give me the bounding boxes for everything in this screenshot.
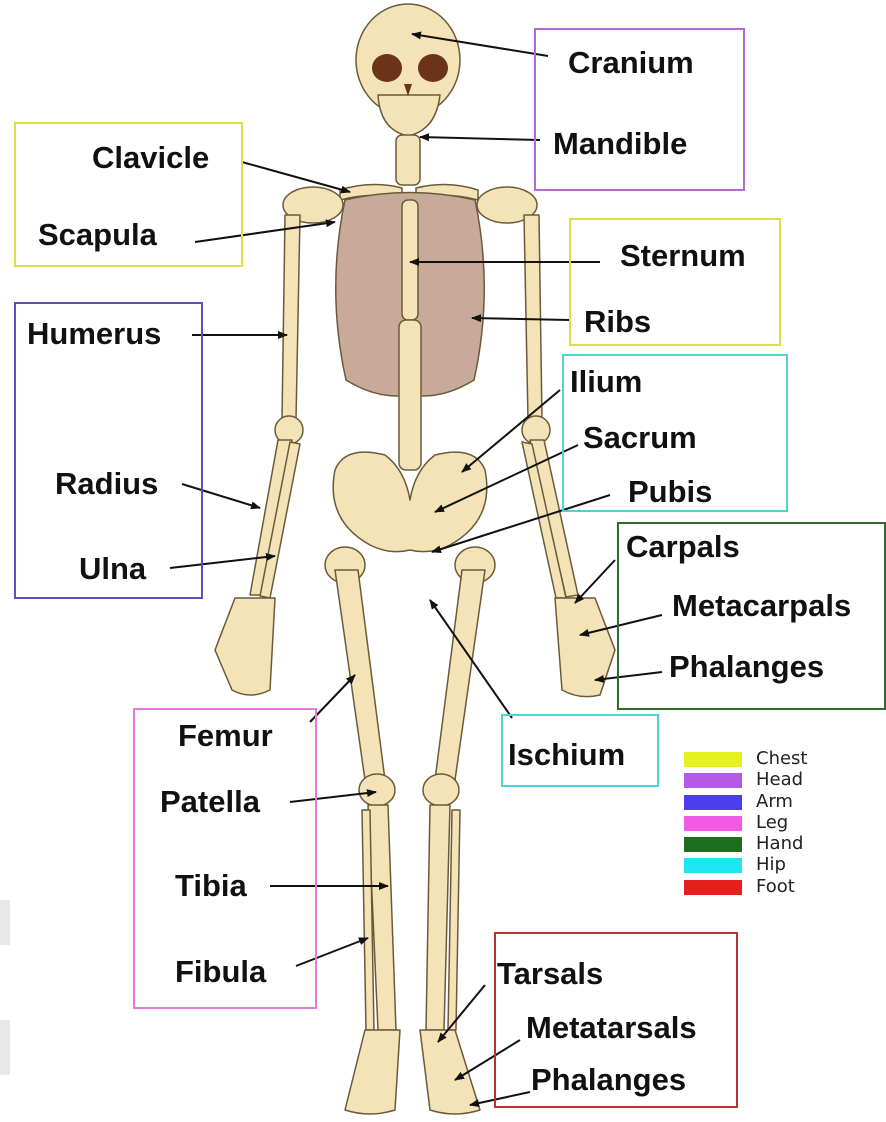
label-radius: Radius [55,468,158,499]
label-carpals: Carpals [626,531,740,562]
mandible-bone [378,95,440,136]
arrow-carpals [575,560,615,603]
legend-label: Hand [756,835,803,853]
lumbar-spine [399,320,421,470]
label-ulna: Ulna [79,553,146,584]
label-metatarsals: Metatarsals [526,1012,697,1043]
legend-row-head: Head [684,771,834,792]
legend-swatch [684,773,742,788]
label-ribs: Ribs [584,306,651,337]
patella-left [359,774,395,806]
label-ilium: Ilium [570,366,642,397]
legend-label: Foot [756,878,795,896]
fibula-right [448,810,460,1030]
legend-row-foot: Foot [684,878,834,899]
legend-label: Leg [756,814,788,832]
label-metacarpals: Metacarpals [672,590,851,621]
label-humerus: Humerus [27,318,161,349]
legend-swatch [684,837,742,852]
label-patella: Patella [160,786,260,817]
legend-swatch [684,752,742,767]
arrow-clavicle [242,162,350,192]
legend-label: Hip [756,856,786,874]
humerus-left [282,215,300,420]
hand-right [555,598,615,697]
foot-right [420,1030,480,1114]
sternum-bone [402,200,418,320]
label-fibula: Fibula [175,956,266,987]
eye-socket-right [418,54,448,82]
hand-left [215,598,275,695]
legend-label: Head [756,771,803,789]
legend-swatch [684,795,742,810]
legend: Chest Head Arm Leg Hand Hip Foot [684,750,834,899]
tibia-right [426,805,450,1030]
label-sacrum: Sacrum [583,422,697,453]
label-tarsals: Tarsals [497,958,603,989]
legend-swatch [684,816,742,831]
label-scapula: Scapula [38,219,157,250]
humerus-right [524,215,542,420]
legend-row-leg: Leg [684,814,834,835]
label-ischium: Ischium [508,739,625,770]
legend-row-hip: Hip [684,856,834,877]
legend-swatch [684,858,742,873]
legend-row-hand: Hand [684,835,834,856]
label-sternum: Sternum [620,240,746,271]
femur-right [435,570,485,780]
femur-left [335,570,385,780]
label-phalanges-foot: Phalanges [531,1064,686,1095]
legend-row-chest: Chest [684,750,834,771]
cervical-spine [396,135,420,185]
label-phalanges-hand: Phalanges [669,651,824,682]
label-pubis: Pubis [628,476,712,507]
legend-swatch [684,880,742,895]
eye-socket-left [372,54,402,82]
foot-left [345,1030,400,1114]
label-cranium: Cranium [568,47,694,78]
arrow-ribs [472,318,570,320]
label-femur: Femur [178,720,273,751]
label-tibia: Tibia [175,870,247,901]
arrow-mandible [420,137,540,140]
label-clavicle: Clavicle [92,142,209,173]
legend-row-arm: Arm [684,793,834,814]
patella-right [423,774,459,806]
label-mandible: Mandible [553,128,687,159]
legend-label: Chest [756,750,808,768]
legend-label: Arm [756,793,793,811]
